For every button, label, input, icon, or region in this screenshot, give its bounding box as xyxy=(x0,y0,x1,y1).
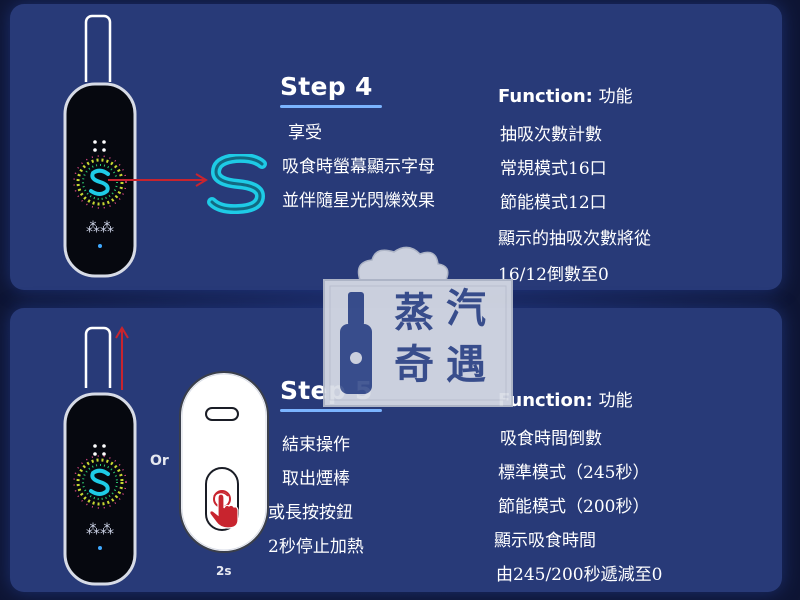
step-4-title: Step 4 xyxy=(280,72,373,101)
function-label: Function: xyxy=(498,390,593,411)
watermark-logo: 蒸 汽 奇 遇 xyxy=(320,240,516,410)
watermark-char: 遇 xyxy=(446,341,486,388)
step-4-function-line: 常規模式16口 xyxy=(500,159,607,179)
device-illustration: ⁂⁂ xyxy=(63,14,137,278)
device-back-button-illustration xyxy=(179,371,269,553)
step-4-function-line: 抽吸次數計數 xyxy=(500,125,602,145)
watermark-char: 汽 xyxy=(446,285,486,332)
step-5-function-line: 由245/200秒遞減至0 xyxy=(496,565,663,585)
step-5-function-heading: Function: 功能 xyxy=(498,386,633,411)
step-4-underline xyxy=(280,105,382,108)
watermark-frame-icon xyxy=(323,246,513,407)
step-4-function-heading: Function: 功能 xyxy=(498,82,633,107)
tap-hand-icon xyxy=(209,491,239,529)
step-5-function-line: 吸食時間倒數 xyxy=(500,429,602,449)
step-4-desc-line: 並伴隨星光閃爍效果 xyxy=(282,191,435,211)
watermark-char: 蒸 xyxy=(394,289,434,336)
svg-text:⁂⁂: ⁂⁂ xyxy=(86,220,114,236)
press-duration-label: 2s xyxy=(216,564,232,578)
step-4-desc-line: 吸食時螢幕顯示字母 xyxy=(282,157,435,177)
letter-s-logo-icon xyxy=(207,154,267,214)
step-5-desc-line: 取出煙棒 xyxy=(282,469,350,489)
step-5-function-line: 標準模式（245秒） xyxy=(498,463,650,483)
arrow-up-icon xyxy=(115,326,129,390)
step-4-panel: ⁂⁂ Step 4 享受 吸食時螢幕顯示字母 並伴隨星光閃爍效果 Functio… xyxy=(10,4,782,290)
step-5-desc-line: 結束操作 xyxy=(282,435,350,455)
function-label: Function: xyxy=(498,86,593,107)
step-5-function-line: 節能模式（200秒） xyxy=(498,497,650,517)
step-4-desc-line: 享受 xyxy=(288,123,322,143)
svg-text:⁂⁂: ⁂⁂ xyxy=(86,522,114,538)
step-5-desc-line: 2秒停止加熱 xyxy=(268,537,364,557)
step-5-desc-line: 或長按按鈕 xyxy=(268,503,353,523)
or-label: Or xyxy=(150,453,169,469)
device-illustration: ⁂⁂ xyxy=(63,326,137,586)
arrow-right-icon xyxy=(108,173,208,187)
watermark-char: 奇 xyxy=(394,341,434,388)
function-label-zh: 功能 xyxy=(598,87,633,107)
step-4-function-line: 顯示的抽吸次數將從 xyxy=(498,229,651,249)
step-4-function-line: 16/12倒數至0 xyxy=(498,265,609,285)
step-5-function-line: 顯示吸食時間 xyxy=(494,531,596,551)
step-5-underline xyxy=(280,409,382,412)
function-label-zh: 功能 xyxy=(598,391,633,411)
step-4-function-line: 節能模式12口 xyxy=(500,193,607,213)
